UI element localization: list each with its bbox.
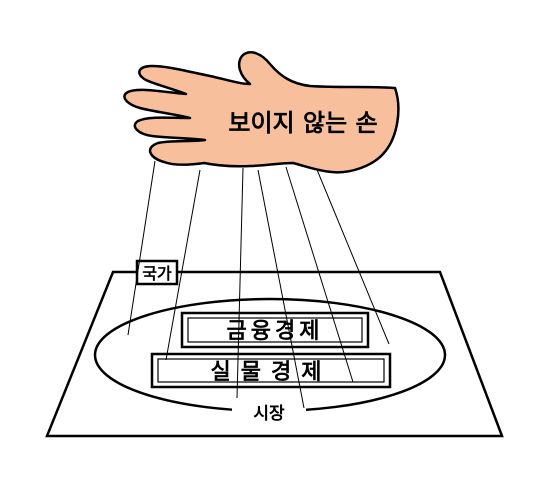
market-label: 시장 xyxy=(253,404,285,424)
financial-economy-label: 금융경제 xyxy=(227,319,324,344)
financial-economy-inner-box xyxy=(187,317,363,343)
string-4 xyxy=(257,169,305,409)
hand-label-background xyxy=(222,100,387,140)
string-1 xyxy=(127,160,156,336)
string-2 xyxy=(165,169,201,361)
hand-label: 보이지 않는 손 xyxy=(228,109,377,137)
puppet-strings xyxy=(127,159,390,409)
string-3 xyxy=(236,167,244,399)
real-economy-inner-box xyxy=(157,358,385,383)
string-6 xyxy=(312,159,390,345)
state-label-box xyxy=(135,259,179,286)
string-5 xyxy=(285,166,354,383)
real-economy-label: 실물경제 xyxy=(211,360,332,385)
market-label-background xyxy=(232,400,306,426)
state-label: 국가 xyxy=(142,264,172,283)
